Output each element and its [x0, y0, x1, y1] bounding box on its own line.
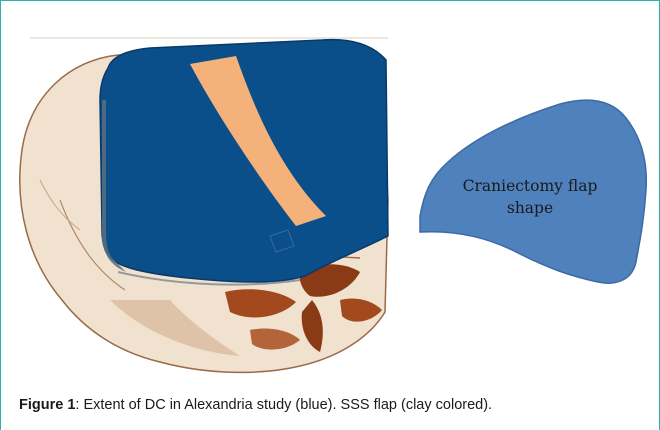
callout-text-line2: shape	[507, 199, 553, 217]
figure-label: Figure 1	[19, 397, 75, 413]
callout-text-line1: Craniectomy flap	[463, 177, 598, 195]
figure-caption-text: : Extent of DC in Alexandria study (blue…	[75, 397, 492, 413]
figure-illustration: Craniectomy flap shape	[0, 0, 660, 392]
dc-region	[100, 40, 388, 285]
figure-caption: Figure 1: Extent of DC in Alexandria stu…	[19, 397, 492, 413]
